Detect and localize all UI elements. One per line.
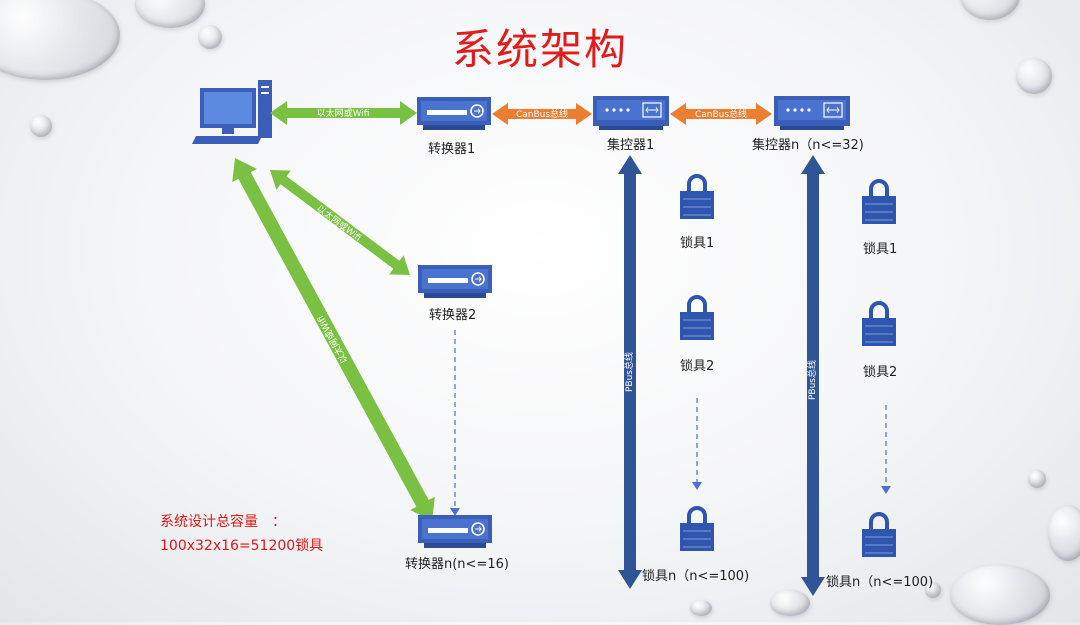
capacity-label: 系统设计总容量 ：: [160, 514, 286, 530]
lock-an-label: 锁具n（n<=100): [642, 569, 750, 584]
water-drop: [950, 565, 1050, 625]
lock-a2-label: 锁具2: [680, 359, 715, 374]
ethernet-arrow-low: 以太网或Wifi: [232, 158, 435, 521]
water-drop: [1048, 505, 1080, 561]
water-drop: [1028, 470, 1046, 488]
lock-a1-label: 锁具1: [680, 236, 715, 251]
capacity-formula: 100x32x16=51200锁具: [160, 538, 324, 554]
water-drop: [198, 25, 222, 49]
ethernet-low-label: 以太网或Wifi: [315, 313, 351, 365]
lock-b1-icon: [860, 179, 898, 226]
dashed-arrow-converters: [450, 330, 460, 516]
ethernet-arrow-top: 以太网或Wifi: [270, 101, 417, 125]
canbus-1-label: CanBus总线: [516, 108, 568, 120]
ethernet-top-label: 以太网或Wifi: [317, 107, 370, 119]
canbus-arrow-1: CanBus总线: [492, 103, 592, 125]
hub-n-icon: [773, 95, 851, 131]
converter-1-icon: [416, 96, 492, 131]
water-drop: [770, 590, 810, 616]
water-drop: [1016, 58, 1052, 94]
canbus-arrow-2: CanBus总线: [670, 103, 772, 125]
converter-n-label: 转换器n(n<=16): [405, 557, 509, 572]
pbus-1-label: PBus总线: [623, 352, 635, 392]
computer-icon: [192, 80, 272, 144]
water-drop: [690, 600, 712, 616]
lock-b2-icon: [860, 301, 898, 348]
pbus-arrow-2: PBus总线: [801, 155, 825, 596]
pbus-2-label: PBus总线: [806, 360, 818, 400]
converter-n-icon: [417, 514, 493, 549]
water-drop: [30, 115, 52, 137]
canbus-2-label: CanBus总线: [695, 108, 747, 120]
lock-an-icon: [678, 506, 716, 553]
hub-1-label: 集控器1: [607, 138, 655, 153]
lock-a1-icon: [678, 174, 716, 221]
converter-1-label: 转换器1: [428, 142, 476, 157]
hub-n-label: 集控器n（n<=32): [752, 138, 864, 153]
pbus-arrow-1: PBus总线: [618, 155, 642, 589]
lock-bn-label: 锁具n（n<=100): [826, 575, 934, 590]
ethernet-mid-label: 以太网或Wifi: [314, 202, 363, 243]
water-drop: [925, 582, 941, 598]
lock-bn-icon: [860, 512, 898, 559]
lock-b2-label: 锁具2: [863, 365, 898, 380]
dashed-arrow-locks-1: [692, 398, 702, 490]
water-drop: [960, 0, 1020, 20]
converter-2-icon: [417, 264, 493, 299]
hub-1-icon: [592, 95, 670, 131]
lock-a2-icon: [678, 295, 716, 342]
page-title: 系统架构: [451, 25, 628, 74]
converter-2-label: 转换器2: [429, 308, 477, 323]
lock-b1-label: 锁具1: [863, 242, 898, 257]
dashed-arrow-locks-2: [881, 405, 891, 494]
